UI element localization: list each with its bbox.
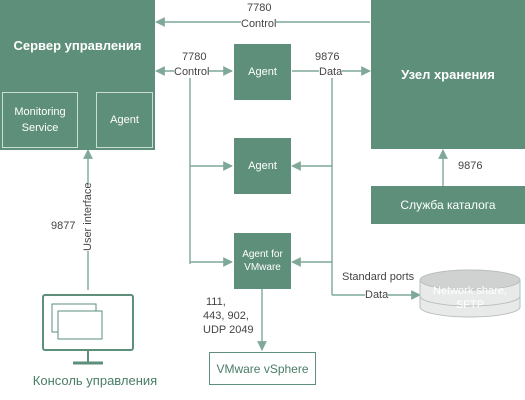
network-share-cylinder — [419, 269, 521, 318]
agent-vmware: Agent for VMware — [234, 233, 291, 289]
storage-node-label: Узел хранения — [401, 67, 495, 82]
vsphere: VMware vSphere — [209, 352, 316, 385]
storage-node: Узел хранения — [371, 0, 525, 149]
agent-top: Agent — [234, 44, 291, 100]
server-agent: Agent — [96, 92, 153, 148]
monitoring-service-label: Monitoring Service — [14, 106, 66, 134]
server-agent-label: Agent — [110, 114, 139, 126]
catalog-service: Служба каталога — [371, 186, 525, 224]
console-port-label: 9877 — [51, 220, 76, 232]
agent-middle: Agent — [234, 138, 291, 194]
catalog-service-label: Служба каталога — [400, 198, 496, 212]
console-user-interface-label: User interface — [82, 182, 94, 251]
agent-middle-label: Agent — [248, 160, 277, 172]
vmware-ports-line-3: UDP 2049 — [203, 324, 254, 336]
data-port-label: 9876 — [315, 51, 340, 63]
management-server-label: Сервер управления — [13, 38, 142, 53]
console-label: Консоль управления — [32, 373, 158, 388]
agent-top-label: Agent — [248, 66, 277, 78]
top-port-label: 7780 — [247, 2, 272, 14]
network-share-text: Network share, SFTP — [433, 285, 507, 311]
network-share-label: Network share, SFTP — [425, 284, 515, 312]
vsphere-label: VMware vSphere — [216, 361, 309, 376]
vmware-ports-line-1: 111, — [206, 296, 226, 308]
top-control-label: Control — [241, 18, 277, 30]
share-data-label: Data — [365, 289, 389, 301]
monitor-icon — [42, 294, 134, 365]
left-port-label: 7780 — [182, 51, 207, 63]
data-label: Data — [319, 66, 343, 78]
standard-ports-label: Standard ports — [342, 271, 415, 283]
vmware-ports-line-2: 443, 902, — [203, 310, 249, 322]
left-control-label: Control — [174, 66, 210, 78]
catalog-port-label: 9876 — [458, 160, 483, 172]
monitoring-service: Monitoring Service — [2, 92, 78, 148]
agent-vmware-label: Agent for VMware — [242, 249, 283, 273]
